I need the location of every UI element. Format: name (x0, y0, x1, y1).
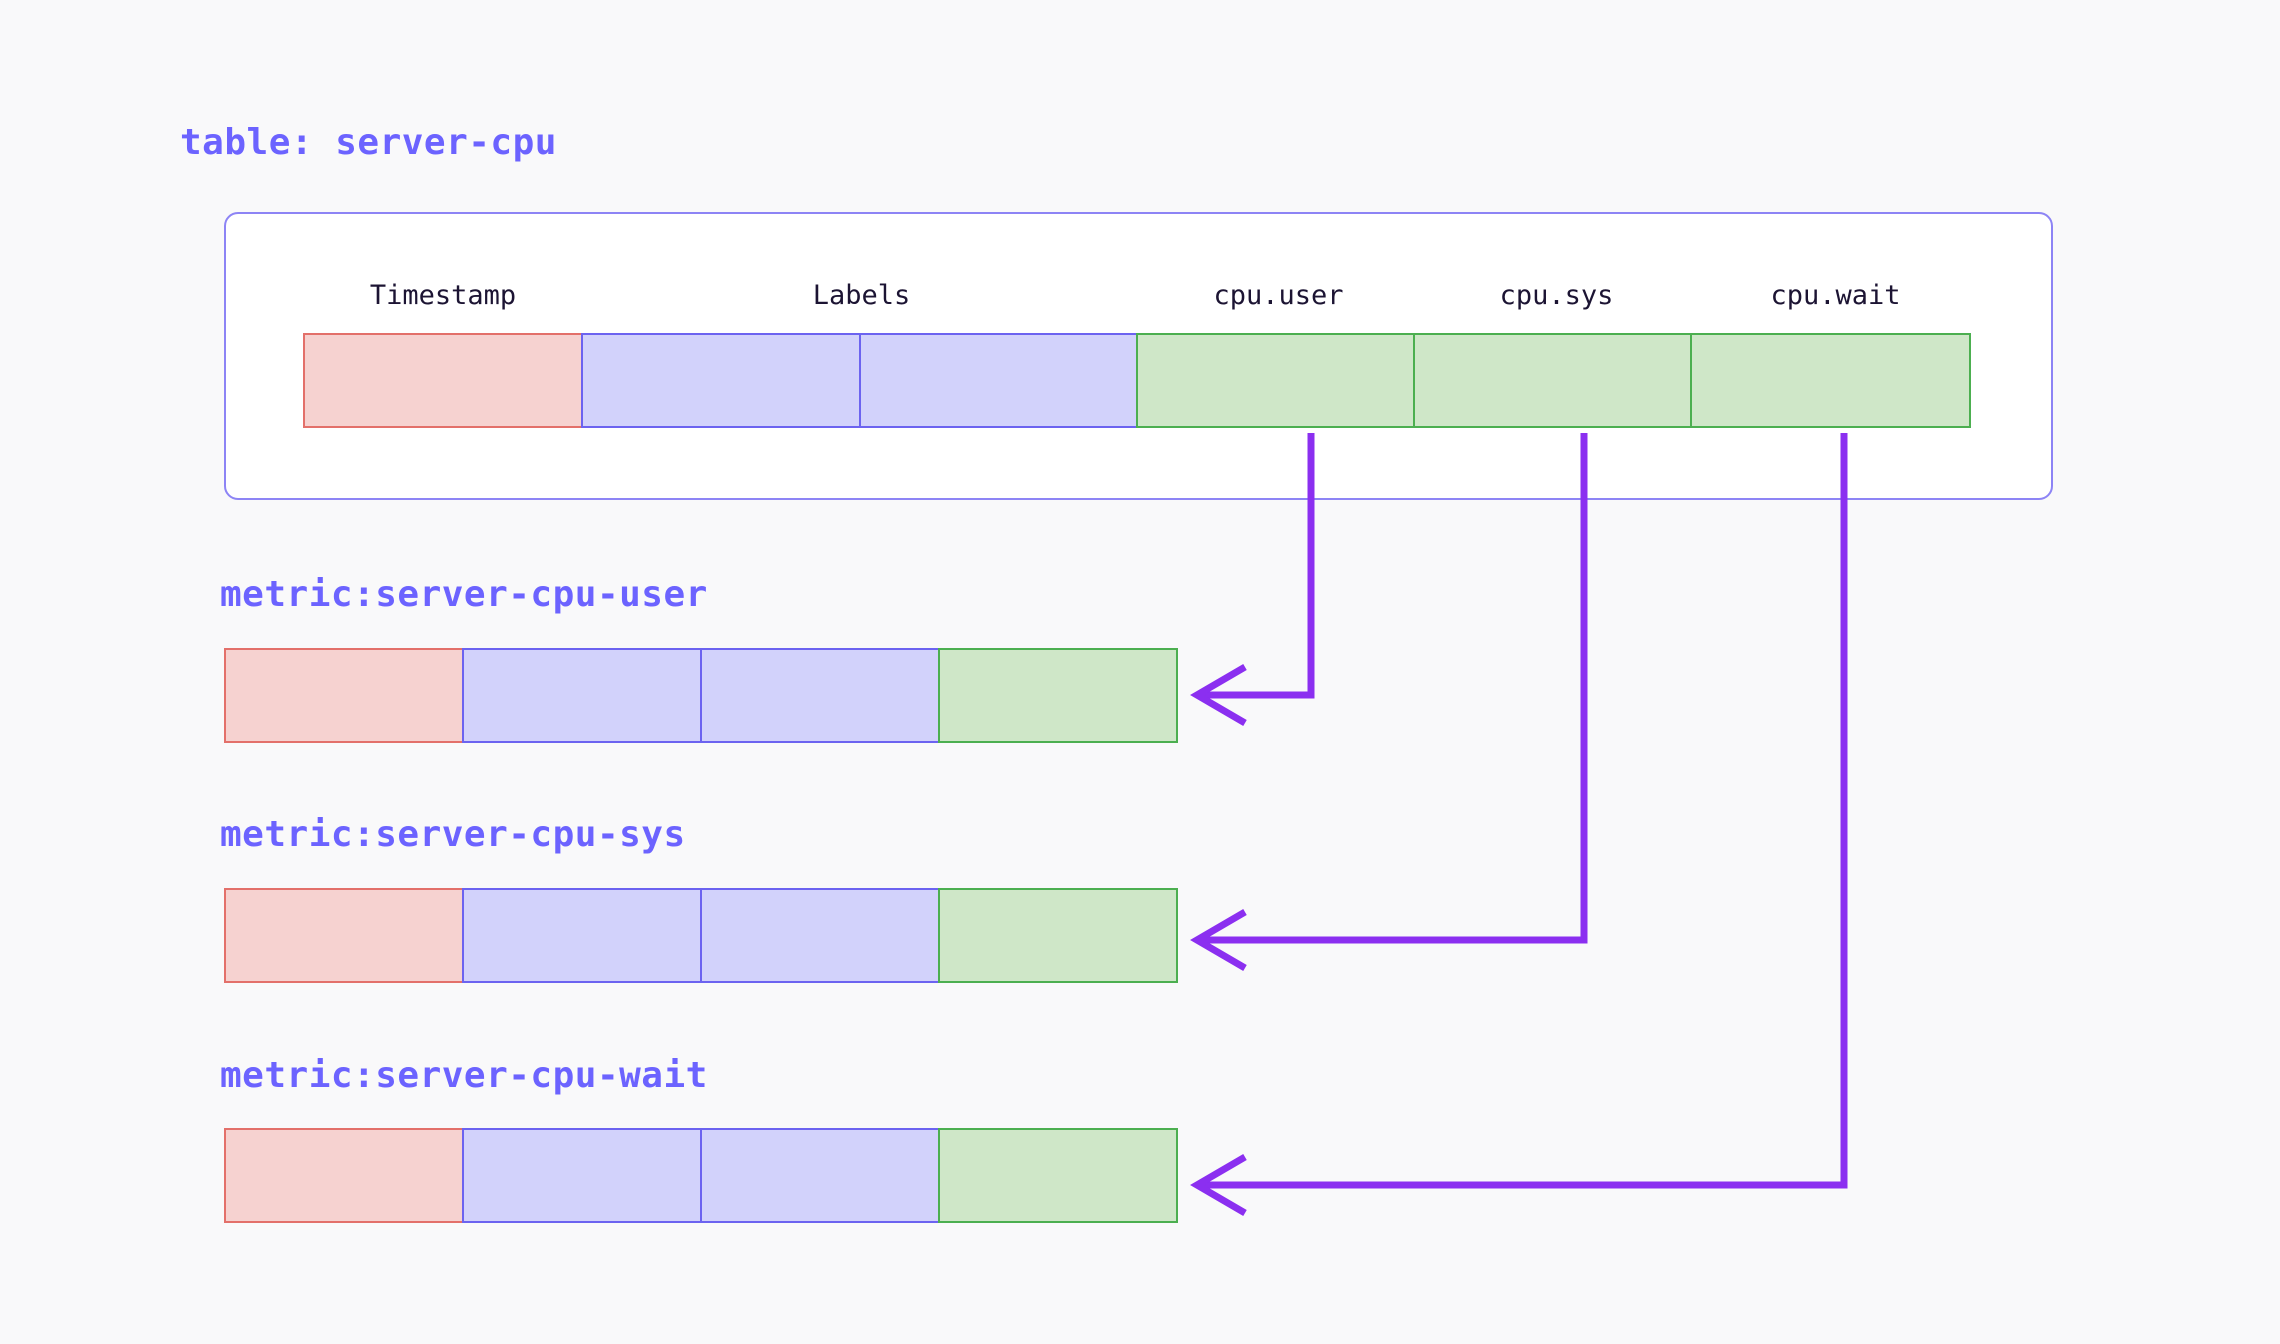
metric-row-server-cpu-user (224, 648, 1178, 743)
metric-cell-label-1 (462, 888, 702, 983)
arrowhead-cpu-sys (1190, 908, 1247, 972)
table-cell-cpu-sys (1413, 333, 1692, 428)
metric-cell-label-1 (462, 1128, 702, 1223)
table-cell-cpu-user (1136, 333, 1415, 428)
arrowhead-cpu-wait (1190, 1153, 1247, 1217)
metric-title-server-cpu-sys: metric:server-cpu-sys (220, 814, 686, 855)
table-cell-cpu-wait (1690, 333, 1971, 428)
table-column-headers: Timestamp Labels cpu.user cpu.sys cpu.wa… (303, 276, 1975, 316)
table-title: table: server-cpu (180, 122, 557, 163)
metric-row-server-cpu-wait (224, 1128, 1178, 1223)
metric-cell-timestamp (224, 648, 464, 743)
column-header-labels: Labels (812, 280, 911, 311)
table-cell-label-2 (859, 333, 1138, 428)
metric-title-server-cpu-user: metric:server-cpu-user (220, 574, 708, 615)
metric-title-server-cpu-wait: metric:server-cpu-wait (220, 1055, 708, 1096)
column-header-cpu-wait: cpu.wait (1770, 280, 1901, 311)
arrowhead-cpu-user (1190, 663, 1247, 727)
metric-cell-label-2 (700, 888, 940, 983)
connector-cpu-sys (1200, 433, 1588, 944)
metric-cell-timestamp (224, 888, 464, 983)
table-row (303, 333, 1975, 428)
column-header-timestamp: Timestamp (369, 280, 517, 311)
column-header-cpu-user: cpu.user (1213, 280, 1344, 311)
metric-cell-value (938, 888, 1178, 983)
table-cell-timestamp (303, 333, 583, 428)
column-header-cpu-sys: cpu.sys (1499, 280, 1614, 311)
metric-cell-label-2 (700, 648, 940, 743)
metric-cell-value (938, 648, 1178, 743)
metric-cell-value (938, 1128, 1178, 1223)
table-cell-label-1 (581, 333, 861, 428)
connector-cpu-wait (1200, 433, 1848, 1189)
metric-cell-label-1 (462, 648, 702, 743)
metric-row-server-cpu-sys (224, 888, 1178, 983)
metric-cell-label-2 (700, 1128, 940, 1223)
metric-cell-timestamp (224, 1128, 464, 1223)
